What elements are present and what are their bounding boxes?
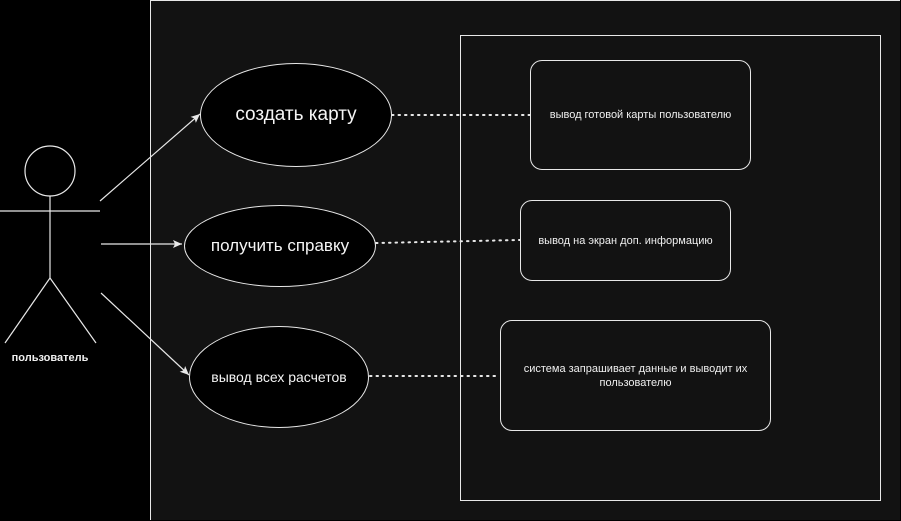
result-label: система запрашивает данные и выводит их … — [523, 362, 748, 389]
use-case-get-help[interactable]: получить справку — [184, 205, 376, 287]
actor-left-leg — [4, 277, 51, 344]
result-box-info-output[interactable]: вывод на экран доп. информацию — [520, 200, 731, 281]
actor-label: пользователь — [11, 352, 89, 364]
arrow-to-create-map — [99, 113, 201, 202]
use-case-label: создать карту — [235, 104, 357, 125]
use-case-label: получить справку — [210, 236, 350, 255]
results-container — [460, 35, 881, 501]
result-box-data-request[interactable]: система запрашивает данные и выводит их … — [500, 320, 771, 431]
dotted-link-2 — [375, 239, 521, 244]
result-label: вывод на экран доп. информацию — [538, 234, 713, 247]
actor-figure — [0, 145, 100, 344]
result-box-map-output[interactable]: вывод готовой карты пользователю — [530, 60, 751, 170]
use-case-label: вывод всех расчетов — [211, 369, 347, 385]
use-case-create-map[interactable]: создать карту — [200, 63, 392, 167]
result-label: вывод готовой карты пользователю — [549, 109, 732, 121]
actor-right-leg — [49, 277, 97, 344]
arrow-to-all-calculations — [100, 292, 190, 376]
actor-head — [24, 145, 76, 197]
use-case-all-calculations[interactable]: вывод всех расчетов — [189, 326, 369, 428]
